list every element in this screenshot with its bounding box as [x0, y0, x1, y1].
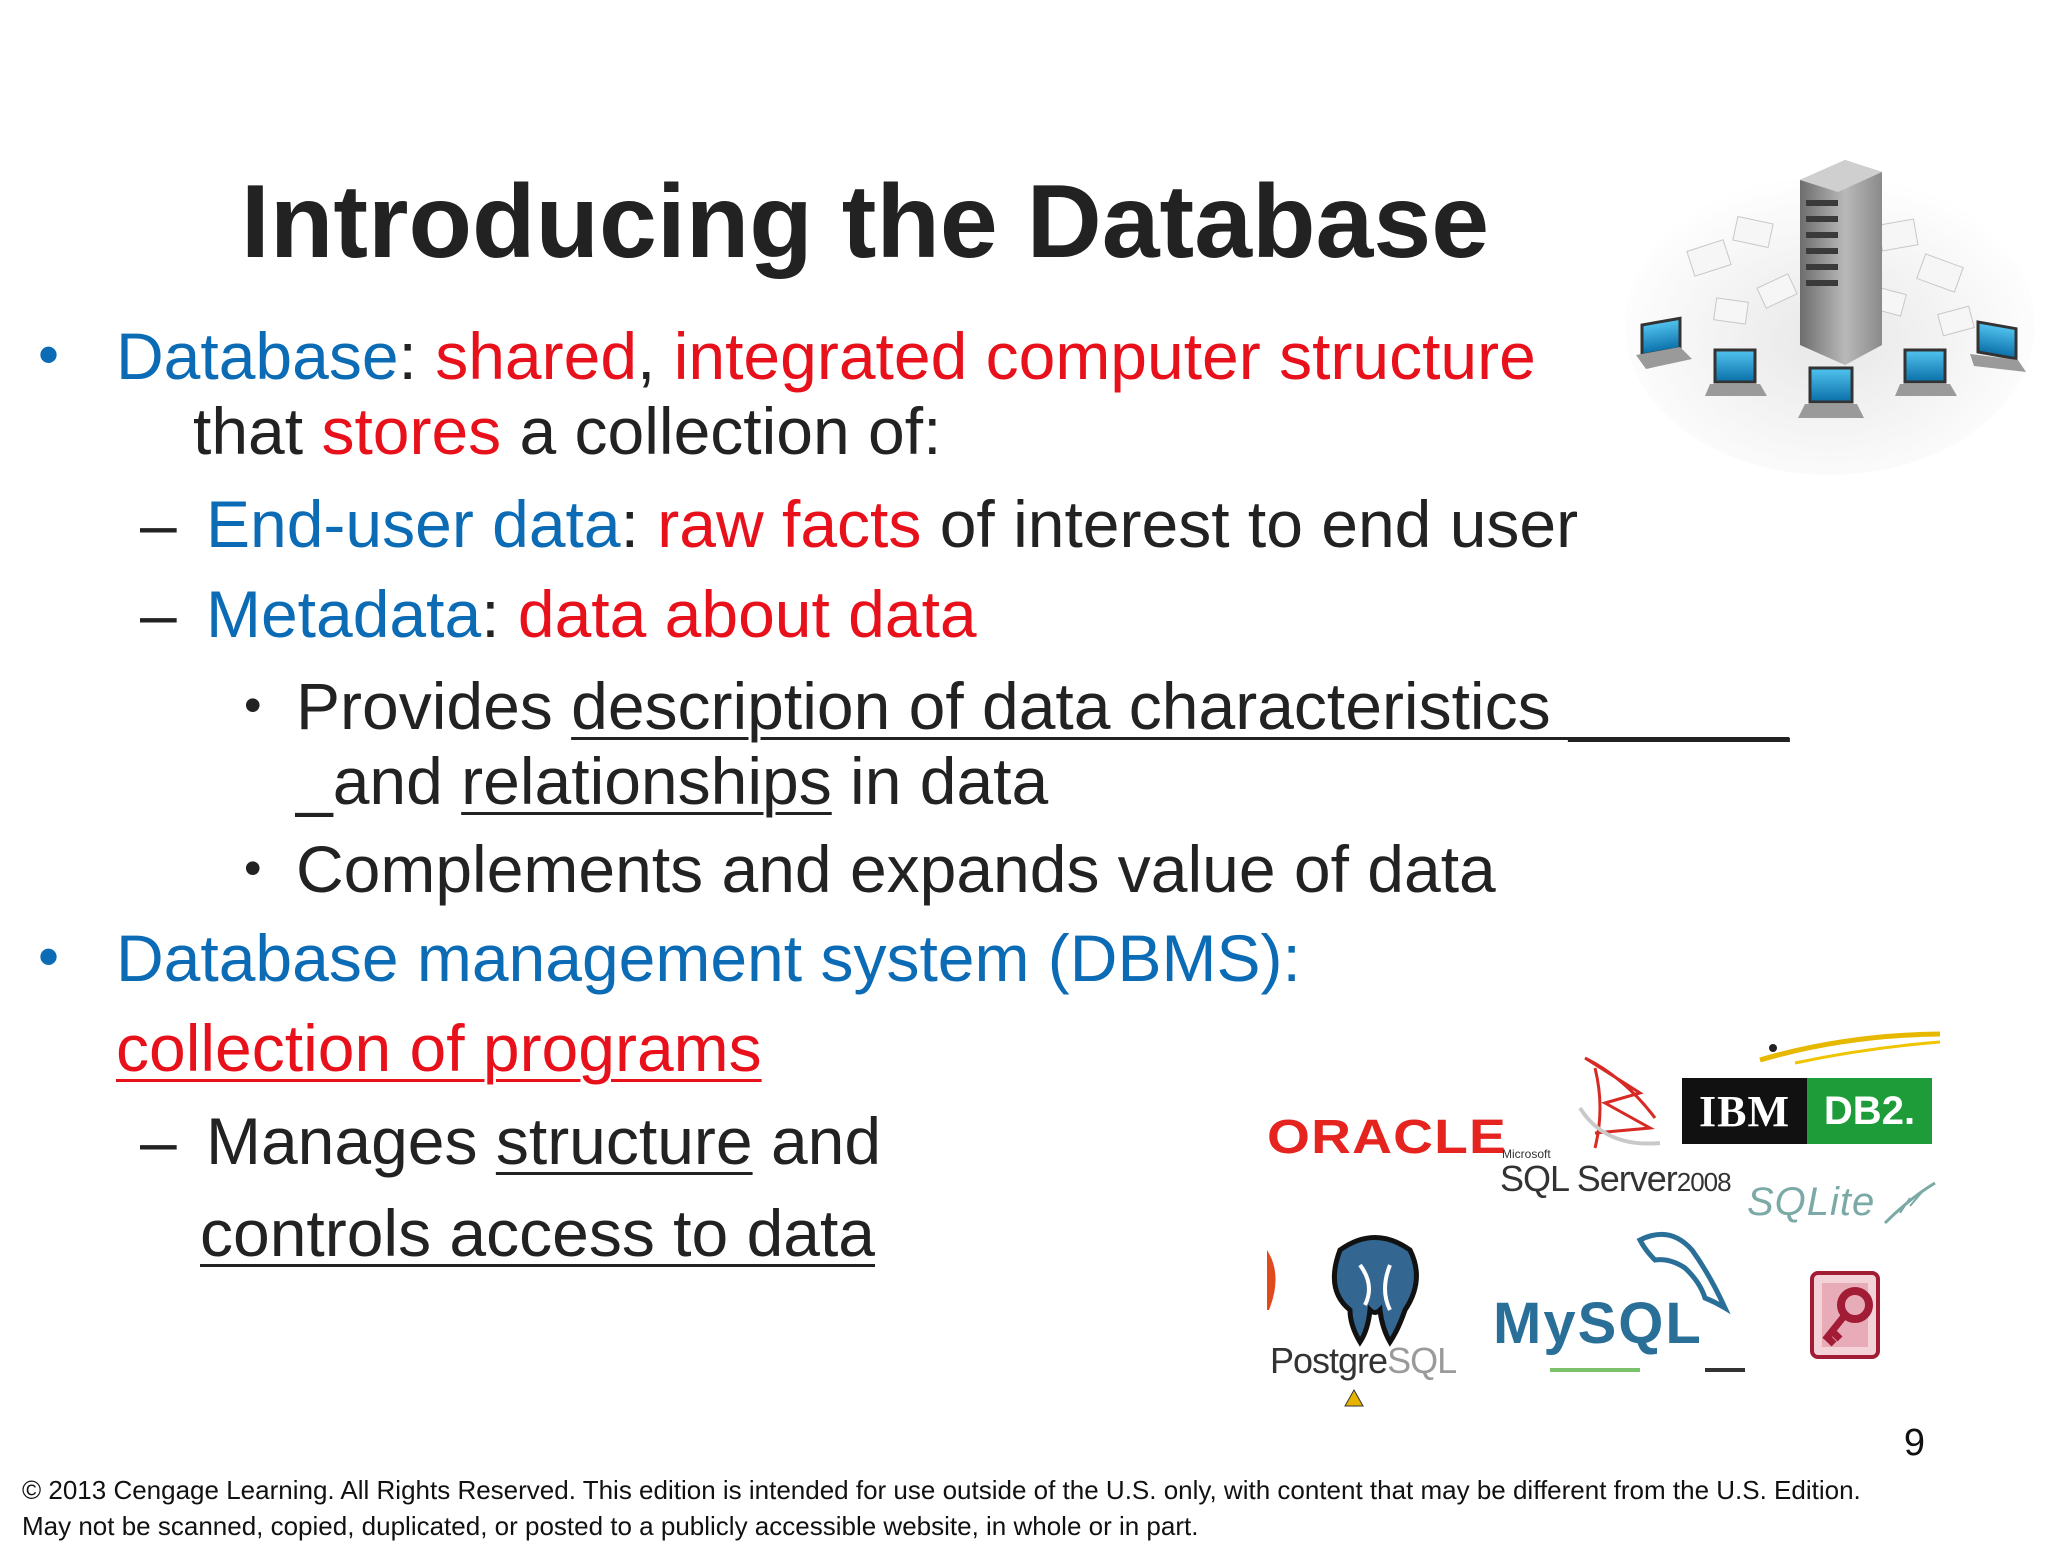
partial-logo-fragment — [1267, 1250, 1276, 1310]
separator: , — [637, 319, 674, 393]
bullet-database-line1: Database: shared, integrated computer st… — [116, 323, 1536, 389]
underlined-relationships: relationships — [461, 744, 832, 818]
dbms-logos-collage: ORACLE Microsoft SQL Server2008 IBM DB2.… — [1265, 1030, 1945, 1410]
term-metadata: Metadata — [206, 577, 482, 651]
text-collection: a collection of: — [501, 394, 942, 468]
bullet-database-line2: that stores a collection of: — [193, 398, 941, 464]
copyright-footer: © 2013 Cengage Learning. All Rights Rese… — [22, 1472, 1861, 1544]
sqlserver-logo: SQL Server2008 — [1500, 1158, 1732, 1200]
bullet-marker: • — [38, 321, 60, 388]
slide-title: Introducing the Database — [240, 164, 1490, 280]
mysql-underline-decoration — [1550, 1368, 1640, 1372]
postgresql-elephant-icon — [1331, 1235, 1419, 1347]
footer-line-1: © 2013 Cengage Learning. All Rights Rese… — [22, 1475, 1861, 1505]
word-stores: stores — [321, 394, 502, 468]
access-key-icon — [1810, 1271, 1880, 1359]
sqlserver-small-label: Microsoft — [1502, 1147, 1551, 1161]
page-number: 9 — [1903, 1422, 1925, 1464]
underlined-description: description of data characteristics ____… — [571, 669, 1790, 743]
sqlite-logo: SQLite — [1747, 1180, 1876, 1224]
database-network-illustration — [1625, 160, 2035, 475]
sub-manages: Manages structure and — [206, 1108, 881, 1174]
sqlserver-emblem-icon — [1578, 1056, 1661, 1149]
term-end-user-data: End-user data — [206, 487, 621, 561]
ibm-db2-logo: IBM DB2. — [1682, 1078, 1932, 1144]
warning-triangle-icon — [1344, 1388, 1364, 1407]
text-of-interest: of interest to end user — [921, 487, 1579, 561]
underlined-structure: structure — [495, 1104, 753, 1178]
phrase-collection-of-programs: collection of programs — [116, 1011, 762, 1085]
separator: : — [398, 319, 436, 393]
item-provides-line1: Provides description of data characteris… — [296, 673, 1789, 739]
dash-marker: – — [140, 577, 177, 651]
db2-label: DB2. — [1807, 1078, 1932, 1144]
footer-line-2: May not be scanned, copied, duplicated, … — [22, 1511, 1199, 1541]
mysql-underline-decoration — [1705, 1368, 1745, 1372]
sqlite-feather-icon — [1883, 1181, 1936, 1225]
phrase-integrated: integrated computer structure — [673, 319, 1536, 393]
oracle-logo: ORACLE — [1267, 1111, 1507, 1164]
small-bullet-marker: • — [244, 840, 262, 896]
text-and: _and — [296, 744, 462, 818]
phrase-data-about-data: data about data — [517, 577, 977, 651]
sqlserver-version: 2008 — [1676, 1167, 1732, 1197]
text-and: and — [752, 1104, 882, 1178]
separator: : — [481, 577, 518, 651]
separator: : — [620, 487, 658, 561]
postgresql-logo: PostgreSQL — [1270, 1340, 1457, 1382]
text-manages: Manages — [206, 1104, 496, 1178]
swoosh-decoration — [1759, 1031, 1941, 1065]
item-complements: Complements and expands value of data — [296, 832, 1496, 906]
mysql-dolphin-icon — [1636, 1231, 1731, 1315]
term-dbms: Database management system (DBMS): — [116, 921, 1301, 995]
sqlserver-text: SQL Server — [1500, 1158, 1678, 1199]
phrase-raw-facts: raw facts — [657, 487, 922, 561]
text-in-data: in data — [831, 744, 1049, 818]
mysql-logo: MySQL — [1493, 1291, 1703, 1356]
postgres-text: Postgre — [1270, 1340, 1388, 1381]
sub-metadata: Metadata: data about data — [206, 581, 977, 647]
dash-marker: – — [140, 1104, 177, 1178]
text-provides: Provides — [296, 669, 572, 743]
underlined-controls-access: controls access to data — [200, 1196, 876, 1270]
sub-end-user-data: End-user data: raw facts of interest to … — [206, 491, 1578, 557]
text-that: that — [193, 394, 322, 468]
bullet-marker: • — [38, 923, 60, 990]
small-bullet-marker: • — [244, 677, 262, 733]
term-database: Database — [116, 319, 399, 393]
dash-marker: – — [140, 487, 177, 561]
item-provides-line2: _and relationships in data — [296, 748, 1048, 814]
postgres-sql-text: SQL — [1387, 1340, 1457, 1381]
word-shared: shared — [435, 319, 638, 393]
ibm-label: IBM — [1682, 1078, 1807, 1144]
